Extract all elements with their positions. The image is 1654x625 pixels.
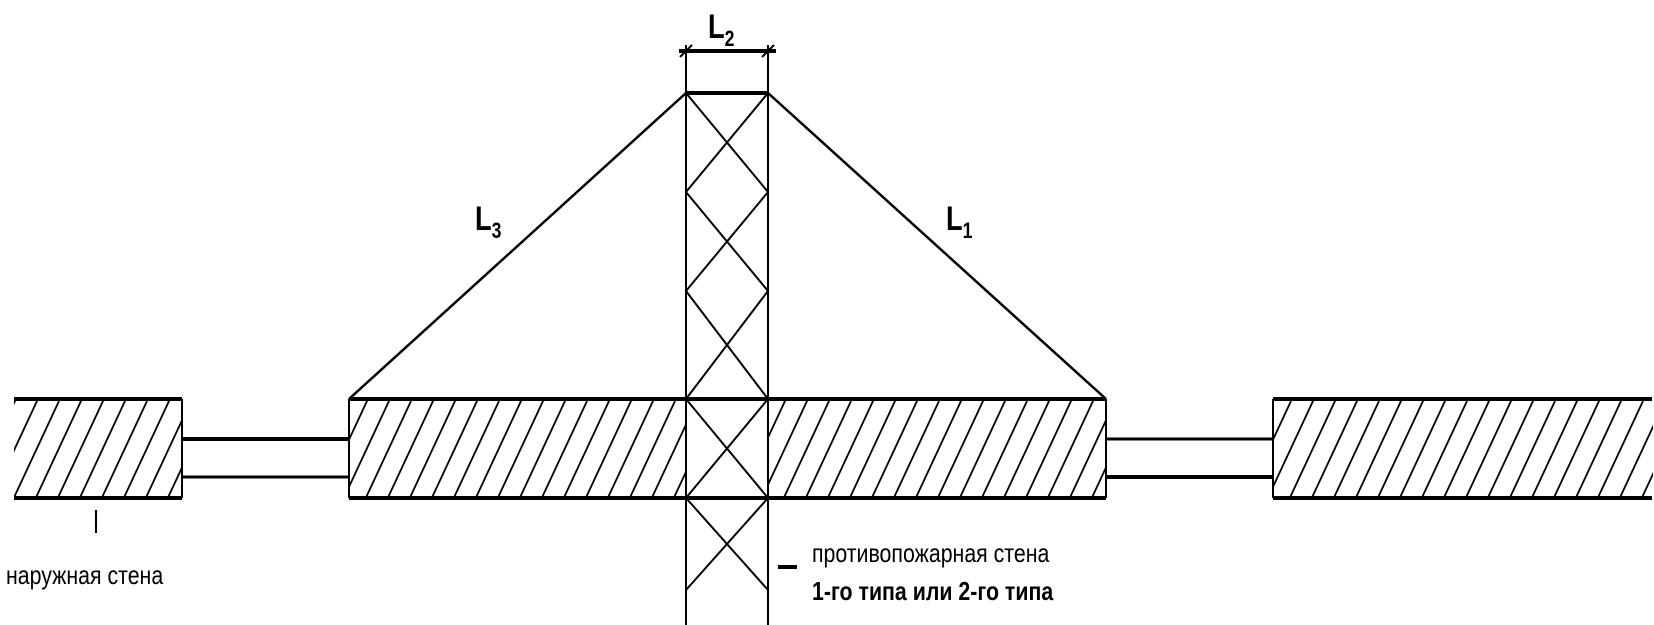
window-right: [1106, 437, 1273, 479]
label-l2: L2: [708, 8, 734, 52]
distance-lines: [348, 92, 1107, 400]
outer-wall-right: [1272, 397, 1653, 500]
outer-wall-caption: наружная стена: [6, 560, 164, 590]
outer-wall-center: [348, 397, 1107, 500]
label-l1-sub: 1: [962, 217, 973, 243]
fire-wall-caption-line2: 1-го типа или 2-го типа: [812, 576, 1054, 606]
label-l1-main: L: [946, 200, 963, 238]
label-l3-sub: 3: [491, 217, 502, 243]
fire-wall: [684, 45, 770, 625]
label-l2-main: L: [708, 8, 725, 46]
dimension-l2: [679, 44, 776, 58]
label-l1: L1: [946, 200, 972, 244]
outer-wall-left: [14, 397, 183, 500]
label-l3: L3: [475, 200, 501, 244]
window-left: [182, 437, 349, 479]
label-l3-main: L: [475, 200, 492, 238]
label-l2-sub: 2: [724, 25, 735, 51]
fire-wall-caption-line1: противопожарная стена: [812, 538, 1050, 568]
